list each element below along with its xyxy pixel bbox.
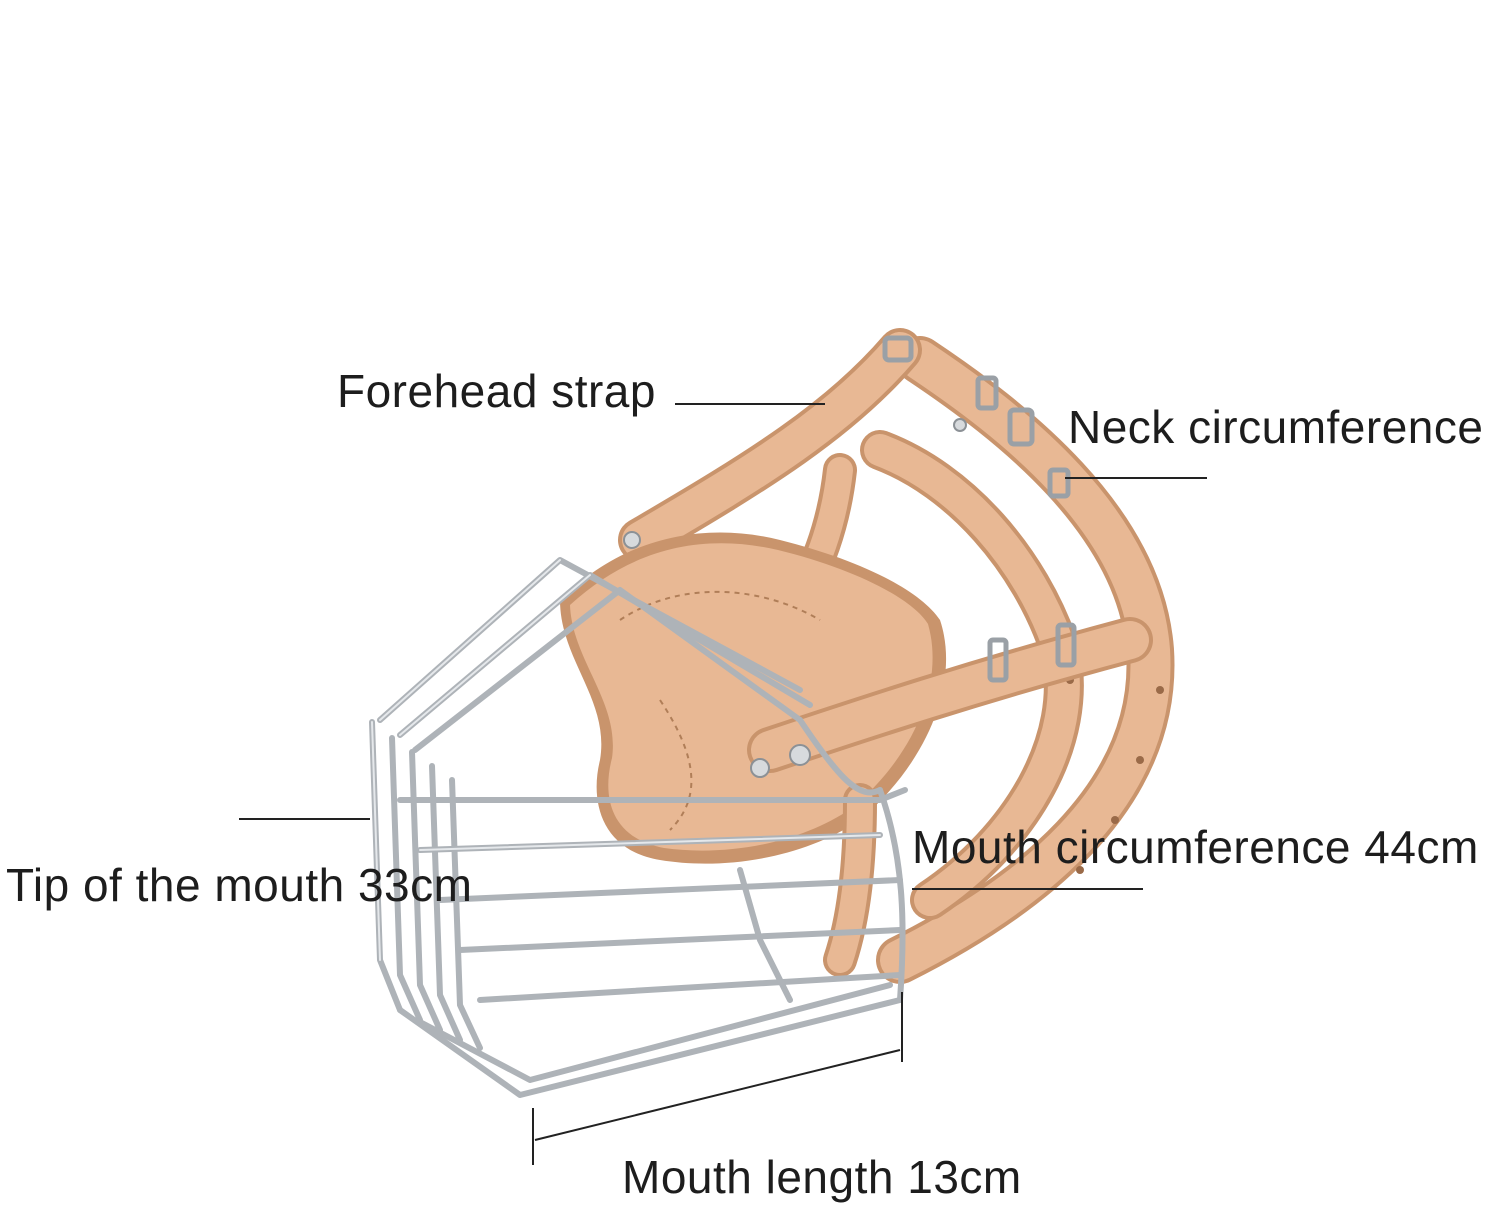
mouth-length-label: Mouth length 13cm [622, 1151, 1022, 1203]
buckles [882, 335, 1077, 683]
leader-lines [239, 403, 1207, 1165]
mouth-circumference-label: Mouth circumference 44cm [912, 821, 1479, 873]
rivets [623, 418, 967, 778]
tip-of-mouth-label: Tip of the mouth 33cm [6, 859, 473, 911]
length-dimension-line [534, 1049, 901, 1141]
neck-circumference-label: Neck circumference [1068, 401, 1484, 453]
forehead-strap-label: Forehead strap [337, 365, 656, 417]
wire-highlights [371, 559, 881, 961]
